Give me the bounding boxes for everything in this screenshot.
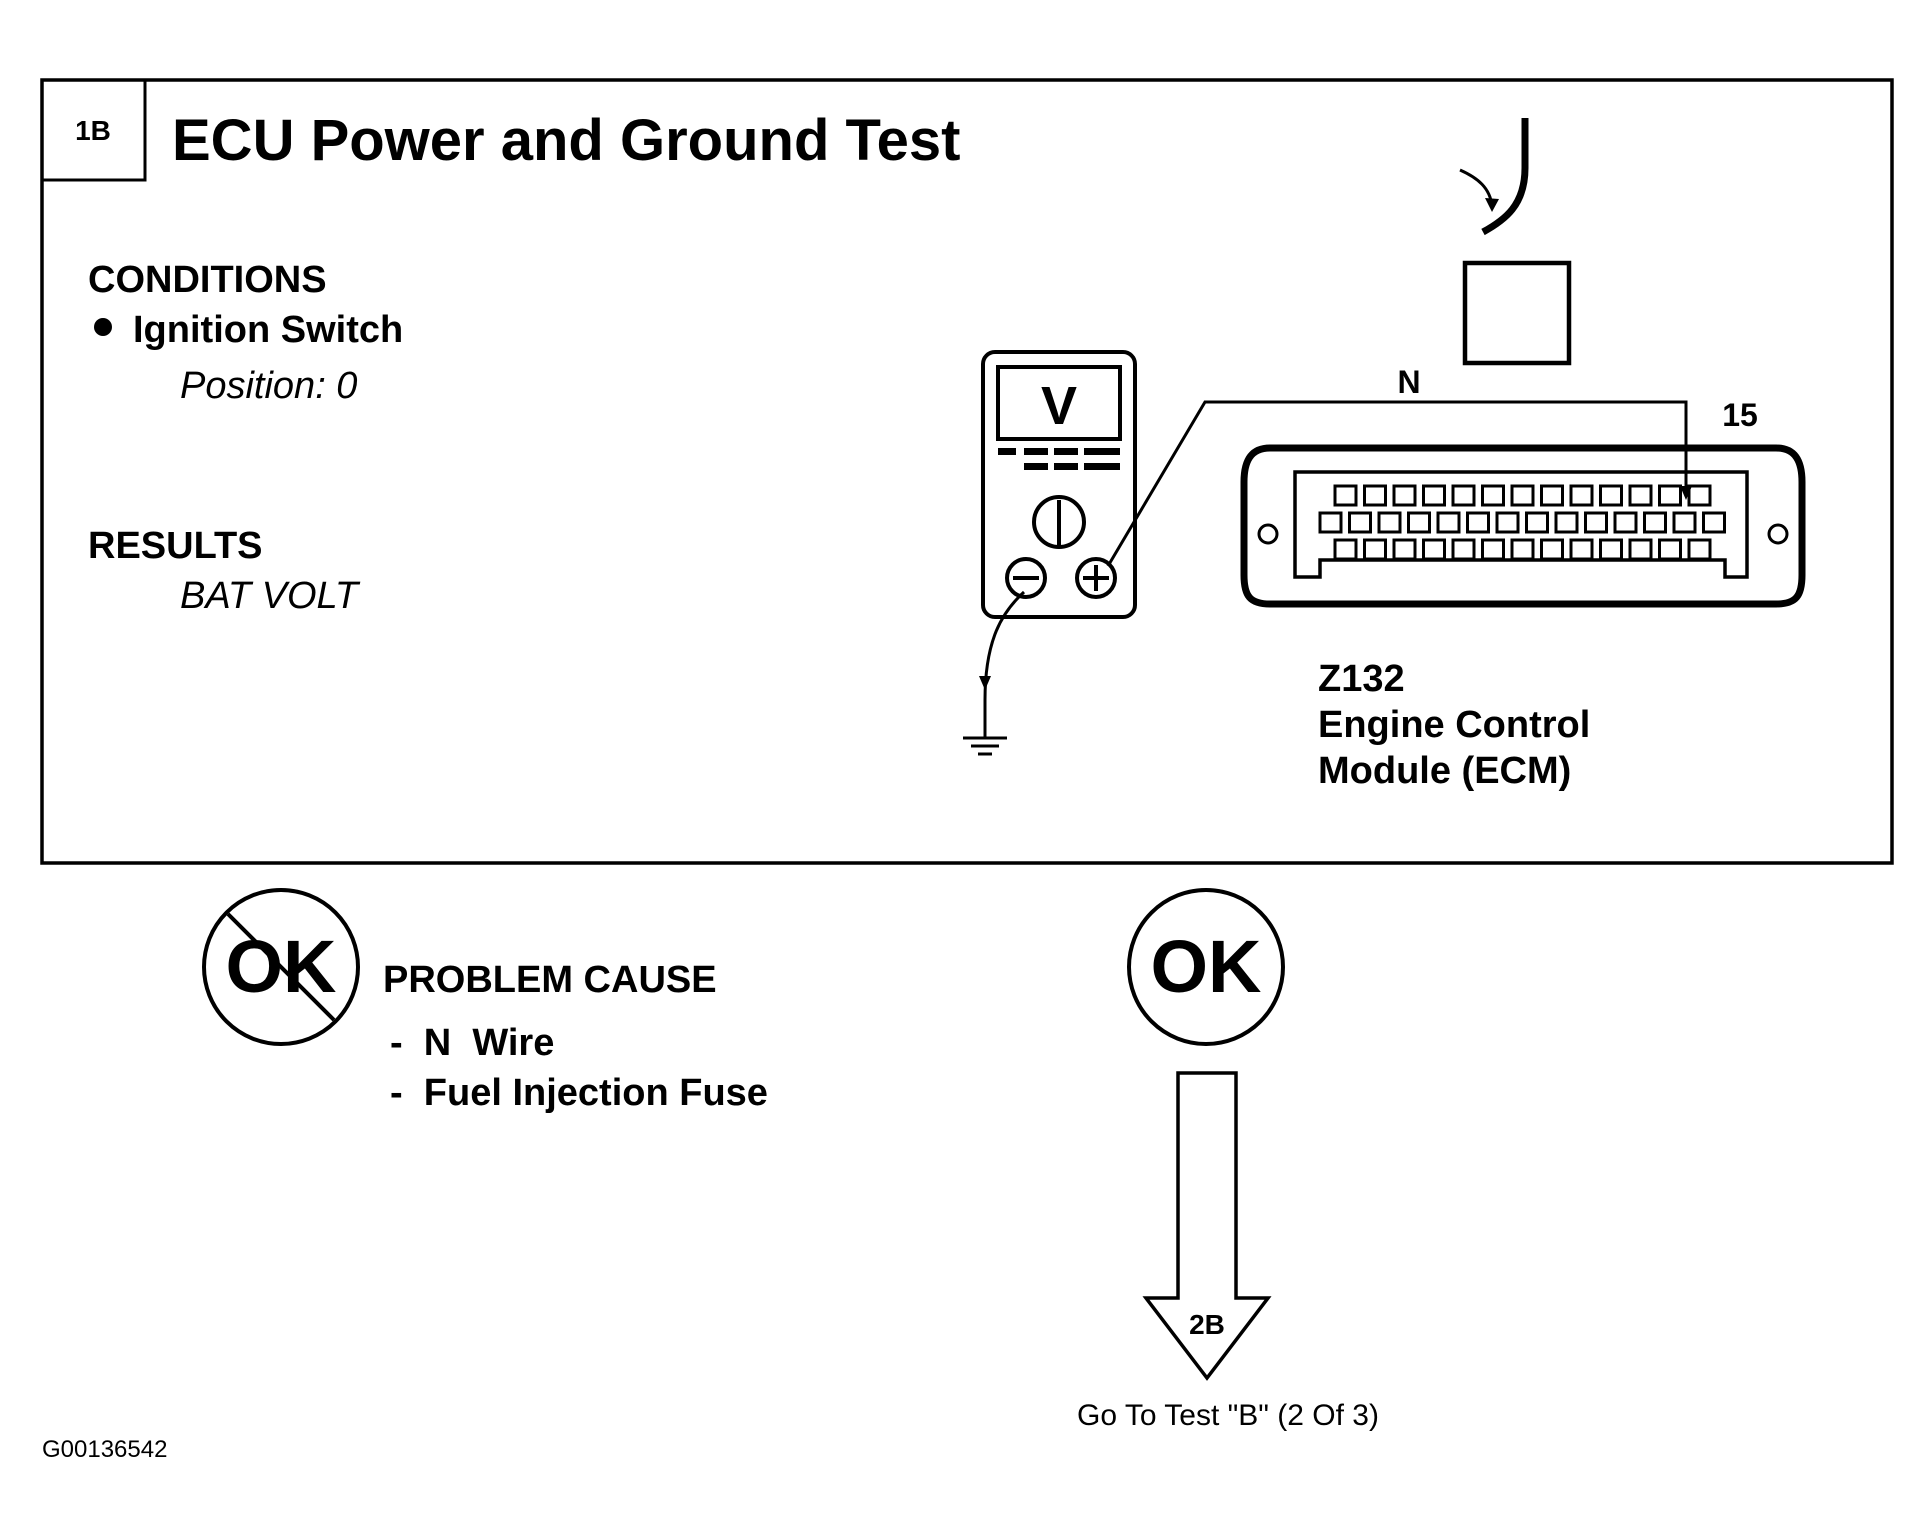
ecm-pin bbox=[1569, 538, 1594, 561]
ecm-pin bbox=[1392, 484, 1417, 507]
positive-terminal-icon bbox=[1075, 557, 1117, 599]
ecm-pin bbox=[1510, 538, 1535, 561]
connector-hook-icon bbox=[1481, 118, 1529, 236]
problem-cause-item: - Fuel Injection Fuse bbox=[390, 1072, 768, 1114]
ecm-pin bbox=[1510, 484, 1535, 507]
ecm-pin bbox=[1540, 484, 1564, 507]
ecm-pin bbox=[1584, 511, 1608, 534]
wire-label: N bbox=[1397, 364, 1420, 400]
conditions-detail: Position: 0 bbox=[180, 365, 357, 407]
pin-label: 15 bbox=[1722, 397, 1758, 433]
ecm-pin bbox=[1451, 538, 1476, 561]
ecm-pin bbox=[1363, 538, 1387, 561]
figure-id: G00136542 bbox=[42, 1436, 167, 1463]
ecm-connector-icon bbox=[1240, 444, 1806, 608]
ecm-pin bbox=[1613, 511, 1638, 534]
ecm-pin bbox=[1422, 538, 1446, 561]
problem-cause-heading: PROBLEM CAUSE bbox=[383, 959, 717, 1001]
ok-symbol-text: OK bbox=[1151, 925, 1262, 1008]
ecm-pin bbox=[1658, 538, 1682, 561]
ecm-pin bbox=[1495, 511, 1520, 534]
problem-cause-item: - N Wire bbox=[390, 1022, 554, 1064]
test-id: 1B bbox=[75, 115, 111, 146]
negative-terminal-icon bbox=[1005, 557, 1047, 599]
results-value: BAT VOLT bbox=[180, 575, 361, 617]
test-title: ECU Power and Ground Test bbox=[172, 108, 960, 173]
ecm-pin-grid bbox=[1318, 484, 1726, 561]
test-frame bbox=[40, 78, 1894, 865]
test-id-box bbox=[42, 80, 147, 182]
conditions-heading: CONDITIONS bbox=[88, 259, 327, 301]
relay-box-icon bbox=[1462, 260, 1572, 366]
results-heading: RESULTS bbox=[88, 525, 263, 567]
module-name-line1: Engine Control bbox=[1318, 704, 1590, 746]
ground-icon bbox=[963, 676, 1007, 756]
ecm-pin bbox=[1525, 511, 1549, 534]
ecm-pin bbox=[1569, 484, 1594, 507]
ecm-pin bbox=[1643, 511, 1667, 534]
ground-lead bbox=[983, 590, 1026, 701]
selector-dial-icon bbox=[1032, 495, 1086, 549]
ecm-pin bbox=[1333, 538, 1358, 561]
module-code: Z132 bbox=[1318, 658, 1405, 700]
ecm-pin bbox=[1628, 538, 1653, 561]
ecm-pin bbox=[1599, 484, 1623, 507]
ecm-pin bbox=[1333, 484, 1358, 507]
voltmeter-display: V bbox=[1041, 376, 1077, 436]
ecm-pin bbox=[1451, 484, 1476, 507]
ecm-pin bbox=[1436, 511, 1461, 534]
ecm-pin bbox=[1687, 484, 1712, 507]
ecm-pin bbox=[1363, 484, 1387, 507]
ecm-pin bbox=[1599, 538, 1623, 561]
ecm-pin bbox=[1392, 538, 1417, 561]
next-test-label: Go To Test "B" (2 Of 3) bbox=[1077, 1399, 1379, 1432]
conditions-item: Ignition Switch bbox=[133, 309, 403, 351]
ecm-pin bbox=[1348, 511, 1372, 534]
next-test-code: 2B bbox=[1189, 1309, 1225, 1340]
voltmeter-icon: V bbox=[981, 350, 1137, 619]
ecm-pin bbox=[1407, 511, 1431, 534]
ecm-pin bbox=[1672, 511, 1697, 534]
not-ok-symbol-icon: OK bbox=[202, 888, 360, 1046]
ecm-pin bbox=[1481, 484, 1505, 507]
down-arrow-icon bbox=[1142, 1071, 1272, 1381]
module-name-line2: Module (ECM) bbox=[1318, 750, 1571, 792]
ecm-pin bbox=[1377, 511, 1402, 534]
ecm-pin bbox=[1422, 484, 1446, 507]
bullet-icon bbox=[94, 318, 112, 336]
ecm-pin bbox=[1554, 511, 1579, 534]
ecm-pin bbox=[1318, 511, 1343, 534]
ecm-pin bbox=[1702, 511, 1726, 534]
ok-symbol-icon: OK bbox=[1127, 888, 1285, 1046]
ecm-pin bbox=[1540, 538, 1564, 561]
ecm-pin bbox=[1466, 511, 1490, 534]
ecm-pin bbox=[1628, 484, 1653, 507]
ecm-pin bbox=[1481, 538, 1505, 561]
ecm-pin bbox=[1687, 538, 1712, 561]
ecm-pin bbox=[1658, 484, 1682, 507]
